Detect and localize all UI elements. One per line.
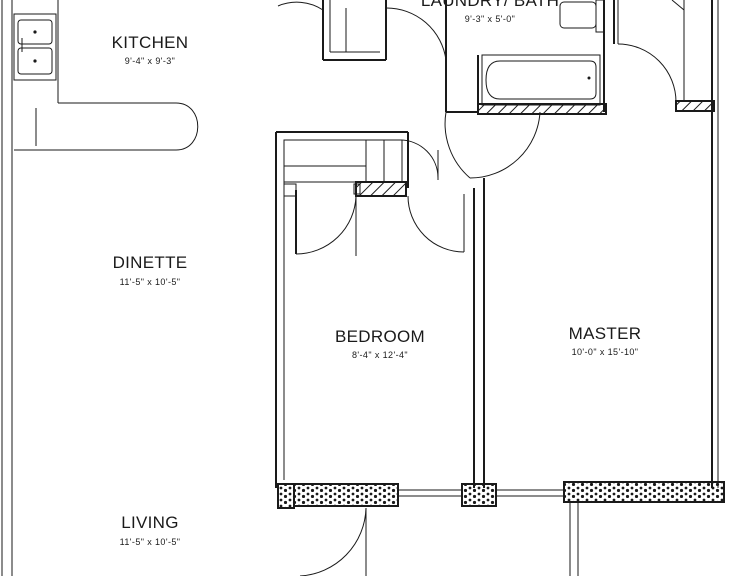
laundry-bath-area	[277, 0, 607, 179]
kitchen-dims: 9'-4" x 9'-3"	[125, 56, 176, 66]
kitchen-label: KITCHEN	[112, 33, 189, 52]
master-label: MASTER	[569, 324, 642, 343]
laundry-bath-dims: 9'-3" x 5'-0"	[465, 14, 516, 24]
master-closet	[613, 0, 719, 112]
exterior-bottom-wall	[277, 481, 725, 576]
master-walls	[711, 112, 719, 488]
kitchen-area	[13, 0, 199, 151]
bedroom-label: BEDROOM	[335, 327, 425, 346]
kitchen-counter	[14, 0, 199, 151]
dinette-label: DINETTE	[113, 253, 188, 272]
laundry-bath-label: LAUNDRY/ BATH	[421, 0, 559, 10]
bathtub-icon	[481, 54, 601, 106]
toilet-icon	[559, 0, 605, 33]
sink-icon	[13, 13, 57, 81]
living-label: LIVING	[121, 513, 179, 532]
master-dims: 10'-0" x 15'-10"	[572, 347, 639, 357]
dinette-dims: 11'-5" x 10'-5"	[120, 277, 181, 287]
exterior-left-wall	[1, 0, 13, 576]
living-dims: 11'-5" x 10'-5"	[120, 537, 181, 547]
bedroom-dims: 8'-4" x 12'-4"	[352, 350, 408, 360]
bedroom-walls	[275, 131, 485, 488]
